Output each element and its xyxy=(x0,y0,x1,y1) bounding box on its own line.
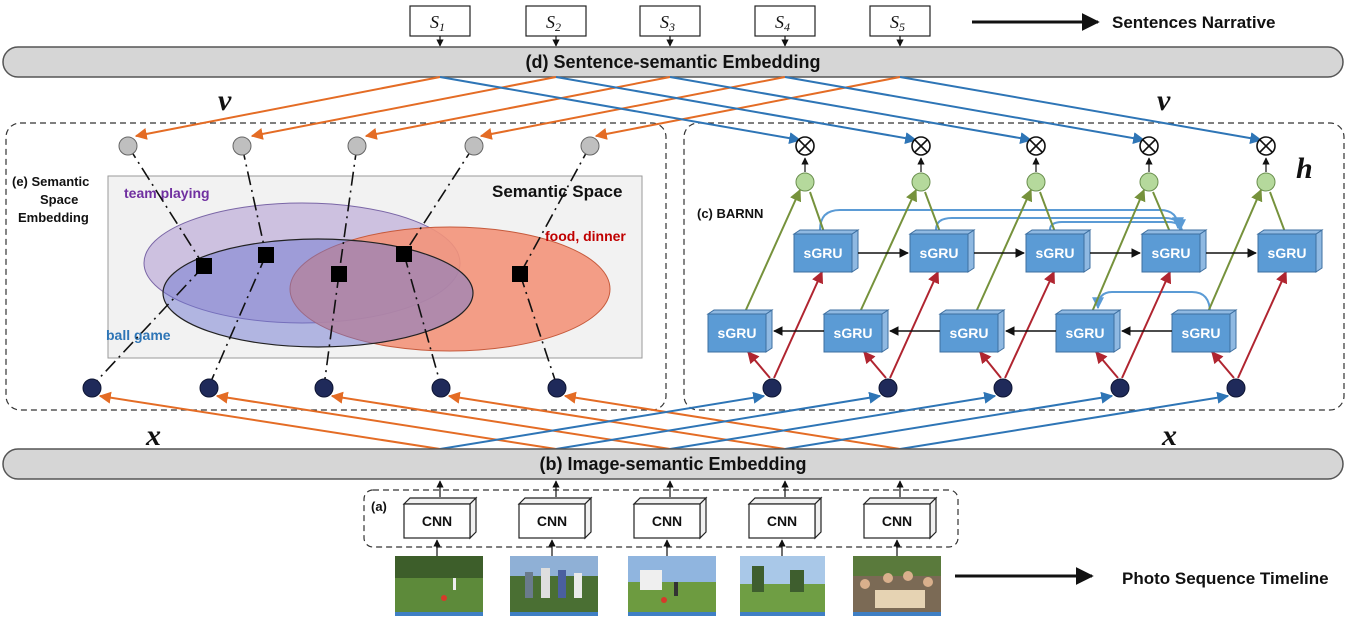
cnn-unit-5-label: CNN xyxy=(882,513,912,529)
photo-5 xyxy=(853,556,941,616)
photo-4 xyxy=(740,556,825,616)
sentence-box-3: S3 xyxy=(639,5,701,37)
image-embedding-title: (b) Image-semantic Embedding xyxy=(539,454,806,474)
sentences-narrative-label: Sentences Narrative xyxy=(1112,13,1275,32)
cnn-panel-label: (a) xyxy=(371,499,387,514)
semantic-title-line-3: Embedding xyxy=(18,210,89,225)
semantic-title-line-1: (e) Semantic xyxy=(12,174,89,189)
gru-lower-2-label: sGRU xyxy=(834,325,873,341)
semantic-space-label: Semantic Space xyxy=(492,182,622,201)
h-label: h xyxy=(1296,152,1313,185)
sentence-box-4: S4 xyxy=(754,5,816,37)
cnn-unit-3: CNN xyxy=(632,496,708,540)
photo-3 xyxy=(628,556,716,616)
gru-lower-2: sGRU xyxy=(822,309,890,353)
multiply-node-3 xyxy=(1026,136,1046,156)
cnn-unit-4: CNN xyxy=(747,496,823,540)
cnn-unit-2-label: CNN xyxy=(537,513,567,529)
image-embedding-bar: (b) Image-semantic Embedding xyxy=(2,448,1344,480)
gru-lower-3-label: sGRU xyxy=(950,325,989,341)
multiply-nodes xyxy=(795,136,1276,156)
photo-2 xyxy=(510,556,598,616)
cnn-unit-1-label: CNN xyxy=(422,513,452,529)
gru-lower-4-label: sGRU xyxy=(1066,325,1105,341)
dark-x-nodes-left xyxy=(82,378,567,398)
multiply-node-5 xyxy=(1256,136,1276,156)
photo-1 xyxy=(395,556,483,616)
green-to-multiply-arrows xyxy=(801,157,1270,172)
orange-x-lines xyxy=(98,391,901,450)
cnn-units: CNN CNN CNN CNN CNN xyxy=(402,480,938,556)
gru-upper-5: sGRU xyxy=(1256,229,1324,273)
sentence-2-label: S2 xyxy=(546,12,561,34)
gru-upper-1: sGRU xyxy=(792,229,860,273)
barnn-panel xyxy=(683,122,1345,411)
red-lines xyxy=(747,270,1288,379)
green-nodes xyxy=(795,172,1276,192)
sentence-boxes: S1 S2 S3 S4 S5 xyxy=(409,5,931,47)
cnn-unit-4-label: CNN xyxy=(767,513,797,529)
sentence-4-label: S4 xyxy=(775,12,790,34)
gru-upper-5-label: sGRU xyxy=(1268,245,1307,261)
sentence-embedding-title: (d) Sentence-semantic Embedding xyxy=(525,52,820,72)
team-playing-label: team playing xyxy=(124,185,210,201)
upper-gru-row: sGRU sGRU sGRU sGRU sGRU xyxy=(792,229,1324,273)
gru-lower-4: sGRU xyxy=(1054,309,1122,353)
gru-upper-2-label: sGRU xyxy=(920,245,959,261)
gru-lower-3: sGRU xyxy=(938,309,1006,353)
semantic-title-line-2: Space xyxy=(40,192,78,207)
gru-upper-3: sGRU xyxy=(1024,229,1092,273)
lower-gru-row: sGRU sGRU sGRU sGRU sGRU xyxy=(706,309,1238,353)
sentence-box-1: S1 xyxy=(409,5,471,37)
sentence-box-2: S2 xyxy=(525,5,587,37)
gru-upper-2: sGRU xyxy=(908,229,976,273)
sentence-box-5: S5 xyxy=(869,5,931,37)
cnn-unit-5: CNN xyxy=(862,496,938,540)
semantic-points xyxy=(196,246,528,282)
multiply-node-1 xyxy=(795,136,815,156)
sentence-3-label: S3 xyxy=(660,12,675,34)
gru-upper-3-label: sGRU xyxy=(1036,245,1075,261)
sentence-embedding-bar: (d) Sentence-semantic Embedding xyxy=(2,46,1344,78)
v-label-left: v xyxy=(218,84,232,117)
blue-v-lines xyxy=(439,76,1263,145)
x-label-right: x xyxy=(1161,419,1177,452)
sentence-1-label: S1 xyxy=(430,12,445,34)
sentence-5-label: S5 xyxy=(890,12,905,34)
barnn-title: (c) BARNN xyxy=(697,206,763,221)
cnn-unit-1: CNN xyxy=(402,496,478,540)
multiply-node-4 xyxy=(1139,136,1159,156)
olive-lines xyxy=(744,188,1286,313)
gray-v-nodes xyxy=(118,136,600,156)
semantic-space: Semantic Space team playing ball game fo… xyxy=(12,174,643,359)
gru-lower-5: sGRU xyxy=(1170,309,1238,353)
semantic-panel xyxy=(5,122,667,411)
cnn-unit-3-label: CNN xyxy=(652,513,682,529)
gru-lower-5-label: sGRU xyxy=(1182,325,1221,341)
timeline-label: Photo Sequence Timeline xyxy=(1122,569,1329,588)
gru-lower-1-label: sGRU xyxy=(718,325,757,341)
multiply-node-2 xyxy=(911,136,931,156)
blue-x-lines xyxy=(439,391,1230,450)
photo-sequence xyxy=(395,556,941,616)
v-label-right: v xyxy=(1157,84,1171,117)
gru-upper-4: sGRU xyxy=(1140,229,1208,273)
cnn-unit-2: CNN xyxy=(517,496,593,540)
food-dinner-label: food, dinner xyxy=(545,228,626,244)
gru-upper-4-label: sGRU xyxy=(1152,245,1191,261)
x-label-left: x xyxy=(145,419,161,452)
semantic-dashdot-lines xyxy=(91,145,591,387)
gru-upper-1-label: sGRU xyxy=(804,245,843,261)
cnn-panel xyxy=(363,489,959,548)
orange-v-lines xyxy=(134,76,901,140)
gru-lower-1: sGRU xyxy=(706,309,774,353)
dark-x-nodes-right xyxy=(762,378,1246,398)
ball-game-label: ball game xyxy=(106,327,171,343)
